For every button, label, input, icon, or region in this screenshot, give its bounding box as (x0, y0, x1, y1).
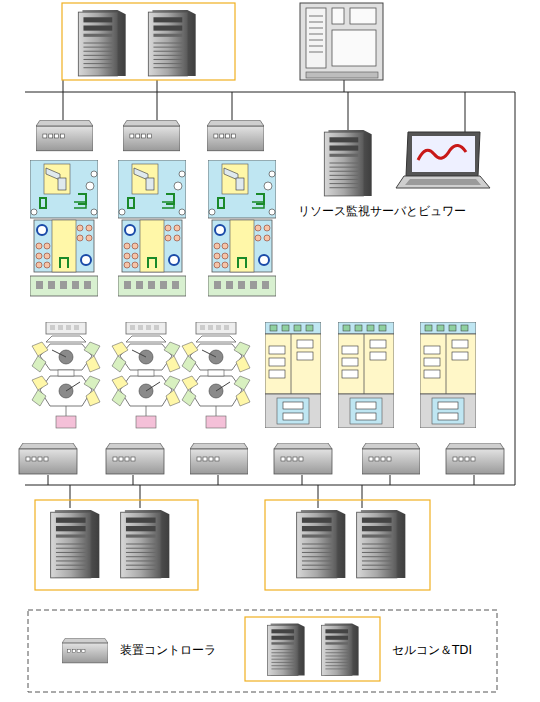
process-equipment (30, 160, 98, 296)
annotation-label: リソース監視サーバとビュワー (298, 204, 466, 218)
equipment-controller (207, 120, 264, 150)
process-equipment (208, 160, 276, 296)
server-icon (148, 10, 195, 76)
monitor-server (324, 130, 371, 196)
equipment-controller (190, 443, 248, 474)
server-icon (357, 510, 406, 578)
equipment-controller (274, 443, 332, 474)
legend-sample-group (245, 617, 380, 681)
server-icon (121, 510, 170, 578)
server-icon (78, 10, 125, 76)
server-group (35, 500, 198, 590)
cluster-tool (112, 322, 180, 428)
equipment-controller (362, 443, 420, 474)
process-equipment (118, 160, 186, 296)
equipment-controller (19, 443, 77, 474)
viewer-laptop (396, 132, 490, 188)
legend-text: セルコン＆TDI (392, 643, 472, 657)
legend-sample-server (321, 624, 358, 676)
server-group (265, 500, 430, 590)
host-computer (300, 3, 383, 80)
server-icon (297, 510, 346, 578)
legend-sample-server (267, 624, 304, 676)
cluster-tool (182, 322, 250, 428)
stocker (420, 322, 476, 428)
legend-text: 装置コントローラ (120, 643, 216, 657)
cluster-tool (32, 322, 100, 428)
server-icon (51, 510, 100, 578)
equipment-controller (106, 443, 164, 474)
stocker (265, 322, 321, 428)
equipment-controller (36, 120, 93, 150)
legend-sample-controller (62, 638, 108, 663)
stocker (338, 322, 394, 428)
equipment-controller (446, 443, 504, 474)
network-wires (25, 80, 515, 508)
server-group (62, 3, 235, 80)
equipment-controller (123, 120, 180, 150)
legend-frame (28, 610, 497, 692)
